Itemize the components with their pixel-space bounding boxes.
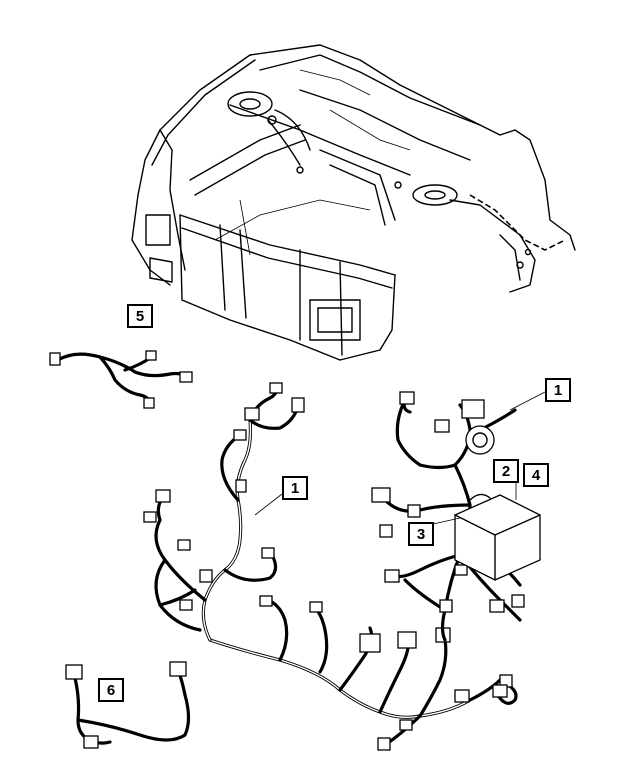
callout-3: 3 bbox=[408, 522, 434, 546]
callout-1-main-harness: 1 bbox=[282, 476, 308, 500]
callout-4: 4 bbox=[523, 463, 549, 487]
harness-item-6 bbox=[65, 661, 191, 749]
callout-6: 6 bbox=[98, 678, 124, 702]
callout-2: 2 bbox=[493, 459, 519, 483]
vehicle-front-structure bbox=[131, 44, 576, 361]
callout-5: 5 bbox=[127, 304, 153, 328]
leader-lines bbox=[254, 391, 546, 525]
harness-item-1-right bbox=[371, 391, 541, 705]
harness-item-5 bbox=[49, 350, 193, 409]
harness-item-1-main bbox=[143, 382, 502, 751]
callout-1-right-harness: 1 bbox=[545, 378, 571, 402]
